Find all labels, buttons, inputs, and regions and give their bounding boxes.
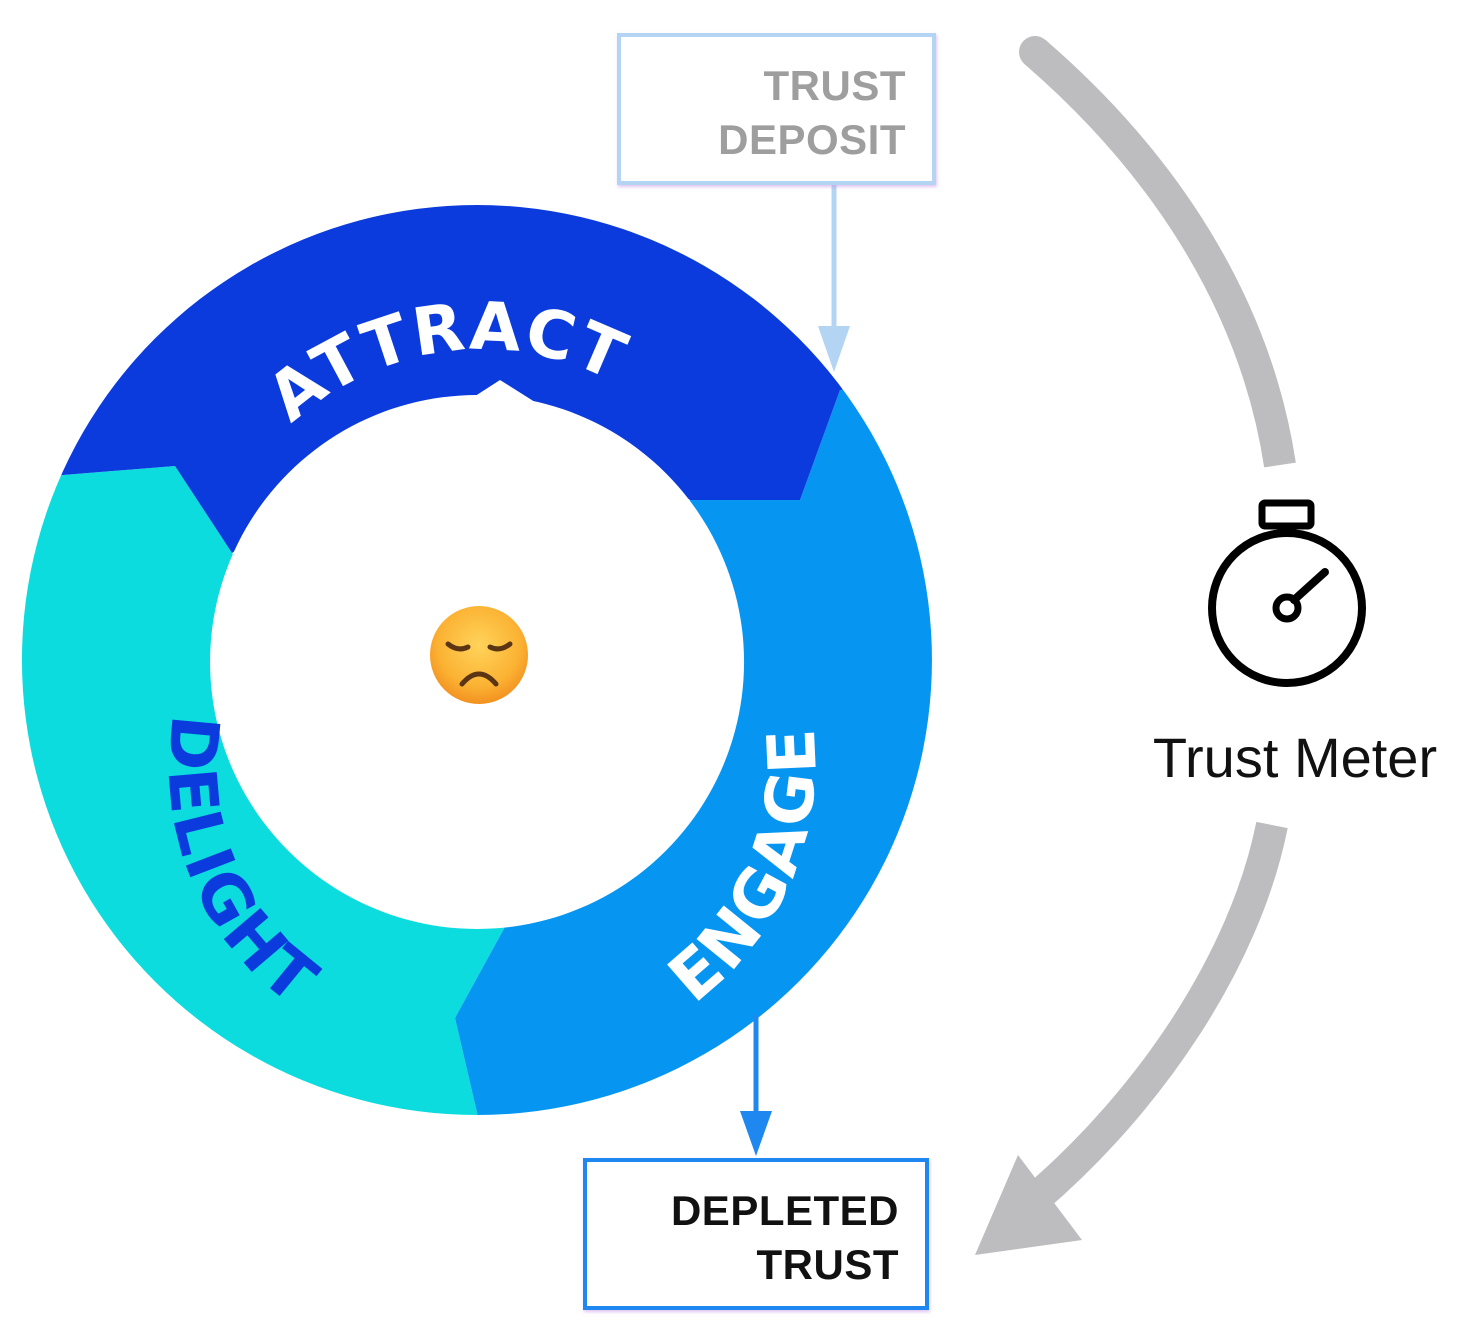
depletion-arrow [740,1015,772,1156]
trust-meter-arrow [975,36,1296,1255]
depleted-trust-line2: TRUST [756,1241,899,1288]
depleted-trust-line1: DEPLETED [670,1187,899,1234]
segment-attract [21,205,932,553]
depleted-trust-box: DEPLETED TRUST [583,1158,929,1310]
trust-deposit-line1: TRUST [763,62,906,109]
trust-deposit-box: TRUST DEPOSIT [617,33,936,185]
stopwatch-icon [1208,499,1366,687]
trust-deposit-line2: DEPOSIT [718,116,906,163]
trust-meter-arrowhead [975,1155,1082,1255]
disappointed-face-emoji [430,606,528,704]
trust-meter-label: Trust Meter [1152,726,1438,789]
deposit-arrow [818,185,850,372]
